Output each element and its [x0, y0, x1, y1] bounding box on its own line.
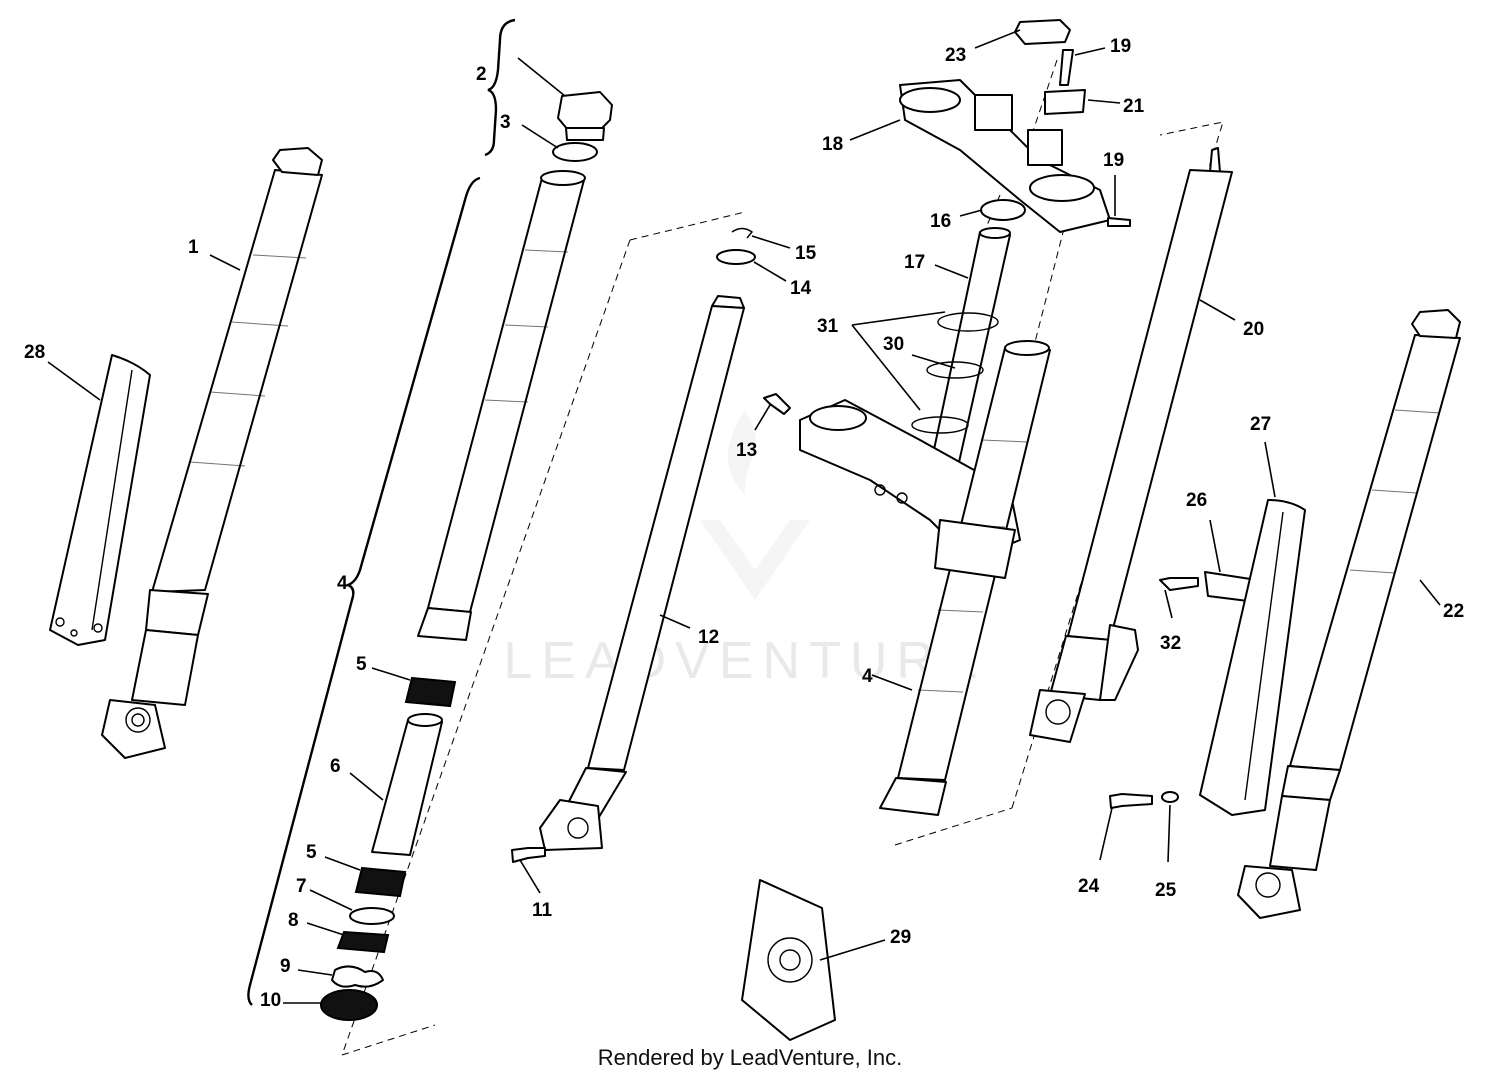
o-ring — [552, 142, 598, 162]
callout-17: 17 — [904, 252, 925, 273]
outer-tube-upper — [417, 170, 586, 641]
callout-19-top: 19 — [1110, 36, 1131, 57]
callout-19-side: 19 — [1103, 150, 1124, 171]
steering-stem-nut — [1014, 19, 1071, 45]
callout-2: 2 — [476, 64, 487, 85]
fork-guard-left — [49, 354, 151, 646]
callout-18: 18 — [822, 134, 843, 155]
fork-leg-right-assembly — [1237, 309, 1461, 919]
callout-27: 27 — [1250, 414, 1271, 435]
watermark-logo — [700, 410, 810, 600]
callout-23: 23 — [945, 45, 966, 66]
callout-28: 28 — [24, 342, 45, 363]
callout-24: 24 — [1078, 876, 1100, 897]
callout-5-lower: 5 — [306, 842, 317, 863]
callout-6: 6 — [330, 756, 341, 777]
callout-4-upper: 4 — [337, 573, 348, 594]
callout-9: 9 — [280, 956, 291, 977]
washer — [716, 249, 756, 265]
inner-tube-right — [1029, 147, 1233, 743]
outer-tube-assembled — [879, 340, 1051, 816]
fork-leg-left-assembly — [101, 147, 323, 759]
decal-sticker — [741, 879, 836, 1041]
footer-credit: Rendered by LeadVenture, Inc. — [597, 1045, 903, 1070]
circlip — [731, 227, 754, 239]
callout-25: 25 — [1155, 880, 1177, 901]
steering-stem — [911, 227, 1011, 481]
damper-cartridge — [539, 295, 745, 851]
bushings-and-seals — [320, 676, 457, 1021]
callout-1: 1 — [188, 237, 199, 258]
callout-12: 12 — [698, 627, 719, 648]
bolt-24 — [1109, 793, 1153, 809]
callout-13: 13 — [736, 440, 757, 461]
callout-7: 7 — [296, 876, 307, 897]
bolt-13 — [763, 393, 791, 415]
washer-25 — [1161, 791, 1179, 803]
bolt-32 — [1159, 577, 1199, 591]
callout-16: 16 — [930, 211, 951, 232]
part-callouts: 1 2 3 4 5 6 5 7 8 9 10 11 12 13 14 15 16… — [24, 36, 1464, 1011]
leader-lines — [47, 29, 1441, 1004]
brace-part-2 — [484, 18, 516, 157]
handlebar-bolt — [1059, 49, 1074, 86]
callout-4-lower: 4 — [862, 666, 873, 687]
callout-11: 11 — [532, 900, 553, 921]
callout-30: 30 — [883, 334, 904, 355]
callout-32: 32 — [1160, 633, 1181, 654]
callout-29: 29 — [890, 927, 911, 948]
bolt-11 — [511, 847, 546, 863]
callout-14: 14 — [790, 278, 812, 299]
upper-triple-clamp — [899, 79, 1111, 233]
callout-5-upper: 5 — [356, 654, 367, 675]
fork-guard-right — [1199, 499, 1306, 816]
handlebar-clamp — [1044, 89, 1086, 115]
callout-10: 10 — [260, 990, 281, 1011]
fork-cap-bolt — [557, 91, 613, 141]
callout-22: 22 — [1443, 601, 1464, 622]
pinch-bolt-19 — [1107, 217, 1131, 227]
callout-8: 8 — [288, 910, 299, 931]
callout-31: 31 — [817, 316, 839, 337]
callout-26: 26 — [1186, 490, 1207, 511]
stem-bearing — [980, 199, 1026, 221]
callout-15: 15 — [795, 243, 817, 264]
callout-21: 21 — [1123, 96, 1145, 117]
brace-part-4 — [247, 176, 481, 1006]
callout-3: 3 — [500, 112, 511, 133]
callout-20: 20 — [1243, 319, 1264, 340]
watermark-text: LEADVENTURE — [503, 632, 986, 690]
